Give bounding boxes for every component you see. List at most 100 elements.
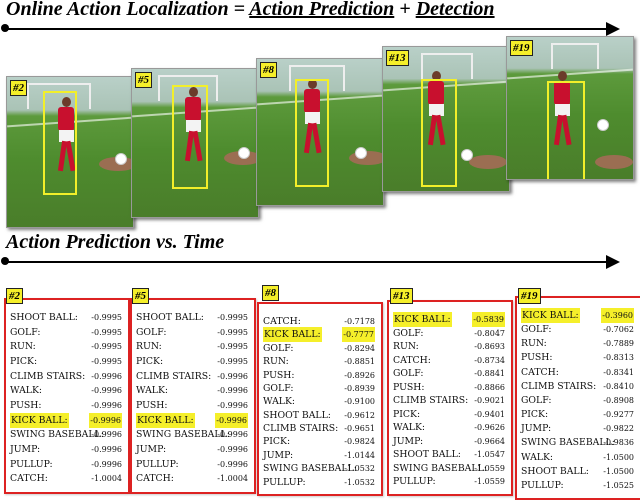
score-row: PULLUP:-0.9996 bbox=[136, 457, 250, 472]
action-name: JUMP: bbox=[10, 444, 41, 455]
action-name: RUN: bbox=[393, 341, 419, 353]
action-name: SWING BASEBALL: bbox=[521, 437, 615, 449]
action-score: -0.9996 bbox=[91, 430, 122, 440]
action-score: -0.9996 bbox=[91, 459, 122, 469]
action-score: -0.8341 bbox=[603, 367, 634, 377]
action-name: SWING BASEBALL: bbox=[10, 429, 104, 441]
title-plus: + bbox=[399, 0, 411, 20]
action-score: -0.9995 bbox=[217, 327, 248, 337]
score-row: PUSH:-0.8926 bbox=[263, 368, 377, 383]
action-score: -0.9996 bbox=[217, 401, 248, 410]
score-row: PUSH:-0.8866 bbox=[393, 380, 507, 395]
score-row: PULLUP:-0.9996 bbox=[10, 457, 124, 472]
player bbox=[551, 71, 573, 151]
action-name: KICK BALL: bbox=[136, 412, 195, 428]
action-name: CATCH: bbox=[136, 473, 174, 485]
action-name: JUMP: bbox=[263, 449, 294, 461]
action-score: -1.0532 bbox=[344, 464, 375, 474]
score-row: PICK:-0.9824 bbox=[263, 434, 377, 449]
player bbox=[55, 97, 77, 177]
score-row: PULLUP:-1.0525 bbox=[521, 478, 636, 493]
ball bbox=[597, 119, 609, 131]
ball bbox=[238, 147, 250, 159]
frame-number-label: #8 bbox=[260, 62, 277, 78]
score-row: GOLF: -0.8047 bbox=[393, 326, 507, 341]
score-row: GOLF:-0.8908 bbox=[521, 393, 636, 408]
action-name: GOLF: bbox=[521, 394, 552, 406]
video-frame: #8 bbox=[256, 58, 384, 206]
action-name: GOLF: bbox=[136, 326, 167, 338]
frame-number-label: #19 bbox=[510, 40, 533, 56]
action-name: PICK: bbox=[521, 409, 549, 421]
score-row: SHOOT BALL:-1.0547 bbox=[393, 447, 507, 462]
dirt-mound bbox=[469, 155, 507, 169]
action-name: KICK BALL: bbox=[263, 327, 322, 343]
panel-frame-label: #2 bbox=[6, 288, 23, 304]
score-row: CLIMB STAIRS:-0.9651 bbox=[263, 421, 377, 436]
score-row: GOLF:-0.7062 bbox=[521, 322, 636, 337]
action-name: SHOOT BALL: bbox=[393, 449, 461, 461]
action-name: SHOOT BALL: bbox=[136, 312, 204, 323]
action-name: CLIMB STAIRS: bbox=[393, 395, 469, 407]
score-row: GOLF:-0.8294 bbox=[263, 341, 377, 356]
action-name: RUN: bbox=[521, 338, 547, 350]
action-name: WALK: bbox=[263, 396, 296, 408]
action-score: -0.8410 bbox=[603, 381, 634, 391]
action-score: -0.8734 bbox=[474, 355, 505, 365]
score-row: JUMP: -0.9996 bbox=[10, 442, 124, 457]
action-score: -1.0559 bbox=[474, 477, 505, 487]
score-row: CLIMB STAIRS: -0.9021 bbox=[393, 393, 507, 408]
action-score: -0.9651 bbox=[344, 424, 375, 434]
action-name: SWING BASEBALL: bbox=[136, 429, 230, 441]
goal-post bbox=[27, 83, 91, 109]
action-score: -0.9996 bbox=[217, 445, 248, 454]
title-left: Online Action Localization = bbox=[6, 0, 246, 20]
action-score: -0.8851 bbox=[344, 357, 375, 367]
action-score: -0.9277 bbox=[603, 410, 634, 420]
action-name: GOLF: bbox=[393, 327, 424, 339]
detection-box bbox=[172, 85, 208, 189]
title-action-prediction: Action Prediction bbox=[249, 0, 395, 20]
action-name: PICK: bbox=[10, 356, 38, 367]
action-score: -0.9996 bbox=[91, 445, 122, 454]
score-row: GOLF:-0.8939 bbox=[263, 381, 377, 396]
action-score: -0.9995 bbox=[91, 342, 122, 352]
score-row: CATCH: -1.0004 bbox=[10, 471, 124, 486]
video-frame: #2 bbox=[6, 76, 134, 228]
action-score: -1.0500 bbox=[603, 466, 634, 476]
action-name: CATCH: bbox=[10, 473, 48, 485]
action-score: -0.7777 bbox=[342, 327, 375, 343]
action-name: PICK: bbox=[136, 356, 164, 367]
action-score: -0.9995 bbox=[217, 342, 248, 352]
action-name: PUSH: bbox=[393, 381, 425, 393]
score-row: RUN:-0.7889 bbox=[521, 336, 636, 351]
goal-post bbox=[421, 53, 473, 79]
action-score: -0.8047 bbox=[474, 328, 505, 338]
action-name: PICK: bbox=[263, 436, 291, 448]
action-name: CLIMB STAIRS: bbox=[10, 370, 86, 382]
action-score: -1.0532 bbox=[344, 477, 375, 487]
action-score: -0.9664 bbox=[474, 436, 505, 446]
action-score: -0.9021 bbox=[474, 396, 505, 406]
action-score: -0.9626 bbox=[474, 423, 505, 433]
score-row: CLIMB STAIRS:-0.9996 bbox=[10, 369, 124, 384]
goal-post bbox=[289, 65, 345, 91]
action-name: RUN: bbox=[10, 341, 36, 353]
video-frame: #19 bbox=[506, 36, 634, 180]
action-score: -1.0004 bbox=[91, 474, 122, 484]
ball bbox=[355, 147, 367, 159]
score-row: PICK:-0.9401 bbox=[393, 407, 507, 422]
action-name: SWING BASEBALL: bbox=[393, 462, 487, 474]
action-score: -0.7062 bbox=[603, 325, 634, 335]
action-name: PUSH: bbox=[263, 369, 295, 381]
frame-number-label: #5 bbox=[135, 72, 152, 88]
action-score: -1.0525 bbox=[603, 480, 634, 490]
score-row: SHOOT BALL:-1.0500 bbox=[521, 464, 636, 479]
score-row: JUMP:-1.0144 bbox=[263, 448, 377, 463]
action-name: CLIMB STAIRS: bbox=[521, 380, 597, 392]
action-name: JUMP: bbox=[136, 444, 167, 455]
top-time-arrow bbox=[1, 22, 620, 36]
detection-box bbox=[43, 91, 77, 195]
score-row: PUSH:-0.9996 bbox=[136, 398, 250, 413]
